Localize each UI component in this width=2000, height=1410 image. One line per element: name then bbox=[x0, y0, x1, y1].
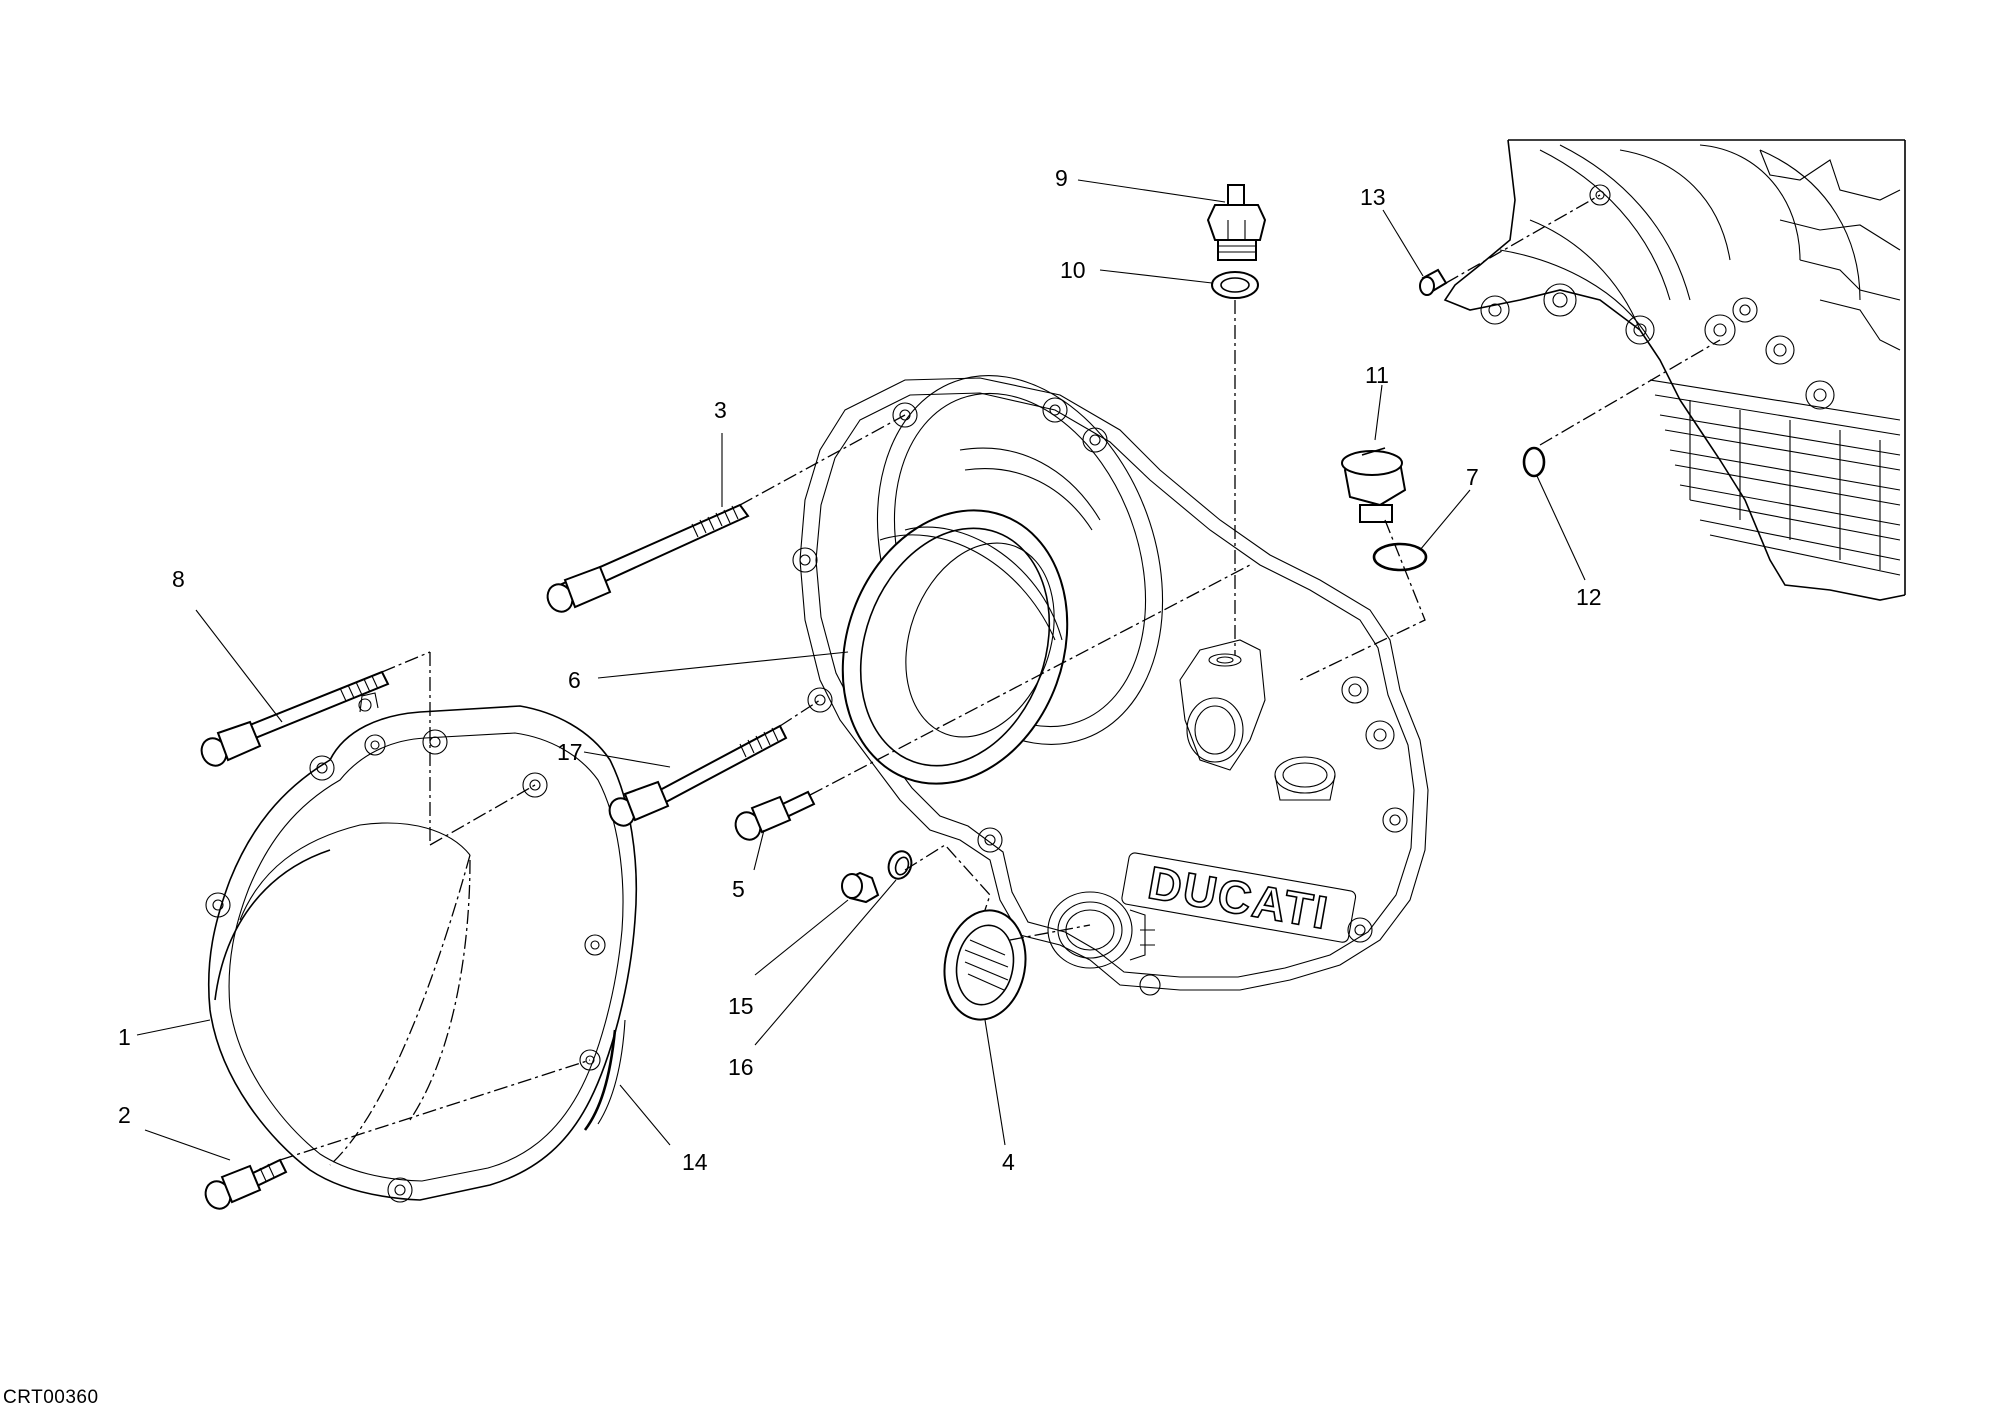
callout-5: 5 bbox=[732, 876, 745, 902]
callout-16: 16 bbox=[728, 1054, 754, 1080]
cover-logo-text: DUCATI bbox=[1144, 856, 1333, 939]
callout-2: 2 bbox=[118, 1102, 131, 1128]
dowel-13 bbox=[1419, 268, 1448, 296]
bolt-3 bbox=[546, 503, 750, 613]
callout-7: 7 bbox=[1466, 464, 1479, 490]
crankcase-drawing bbox=[1443, 139, 1906, 601]
washer-16 bbox=[887, 850, 913, 880]
callout-11: 11 bbox=[1365, 362, 1389, 388]
o-ring-7 bbox=[1372, 542, 1428, 572]
callout-1: 1 bbox=[118, 1024, 131, 1050]
callout-12: 12 bbox=[1576, 584, 1602, 610]
bolt-5 bbox=[734, 790, 816, 841]
callout-9: 9 bbox=[1055, 165, 1068, 191]
bolt-2 bbox=[204, 1158, 288, 1210]
leader-lines bbox=[136, 179, 1586, 1161]
callout-6: 6 bbox=[568, 667, 581, 693]
bolt-17 bbox=[608, 724, 788, 827]
o-ring-12 bbox=[1522, 446, 1546, 478]
callout-3: 3 bbox=[714, 397, 727, 423]
bolt-8 bbox=[200, 670, 390, 767]
callout-17: 17 bbox=[557, 739, 583, 765]
washer-10 bbox=[1211, 271, 1259, 299]
callout-8: 8 bbox=[172, 566, 185, 592]
callout-4: 4 bbox=[1002, 1149, 1015, 1175]
temperature-sensor-9 bbox=[1206, 184, 1267, 261]
drawing-code: CRT00360 bbox=[3, 1387, 99, 1408]
filler-plug-11 bbox=[1341, 447, 1407, 523]
callout-labels: 1 2 3 4 5 6 7 8 9 10 11 12 13 14 15 16 1… bbox=[118, 165, 1602, 1175]
callout-13: 13 bbox=[1360, 184, 1386, 210]
callout-14: 14 bbox=[682, 1149, 708, 1175]
assembly-lines bbox=[279, 194, 1721, 1161]
callout-15: 15 bbox=[728, 993, 754, 1019]
shaft-seal-4 bbox=[943, 909, 1027, 1021]
plug-15 bbox=[841, 871, 880, 904]
callout-10: 10 bbox=[1060, 257, 1086, 283]
clutch-cover-drawing bbox=[205, 692, 638, 1203]
seal-ring-6 bbox=[841, 509, 1069, 785]
